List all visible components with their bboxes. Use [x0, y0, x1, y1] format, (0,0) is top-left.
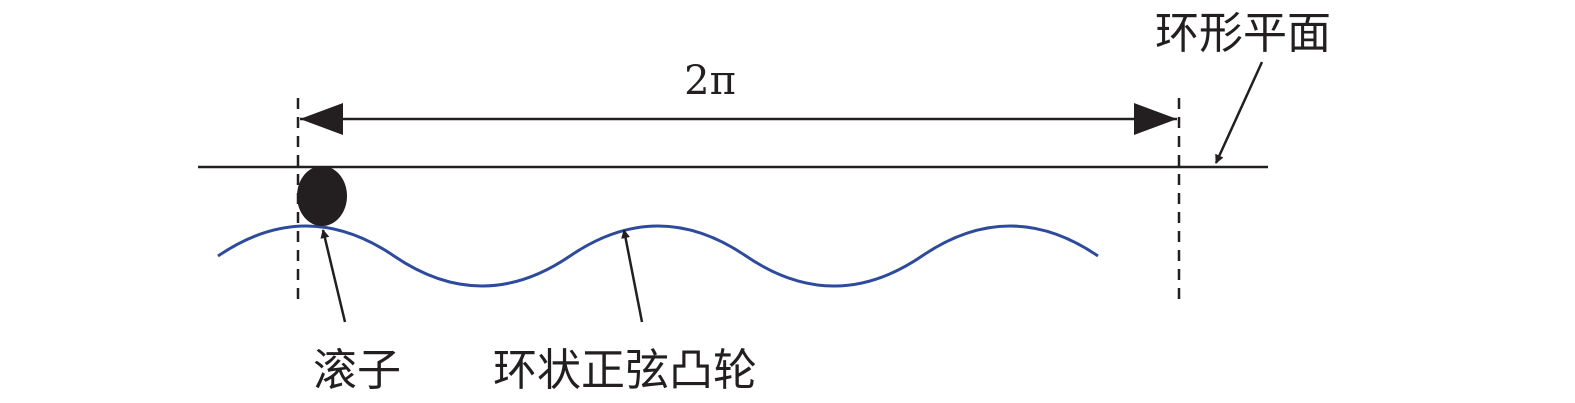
- roller-label: 滚子: [313, 345, 401, 396]
- cam-label: 环状正弦凸轮: [493, 345, 757, 396]
- plane-label: 环形平面: [1155, 8, 1331, 59]
- plane-leader-arrow: [1214, 61, 1264, 164]
- span-arrowhead-left: [300, 103, 343, 135]
- roller-leader-arrow: [320, 229, 347, 323]
- cam-leader-arrow: [621, 229, 644, 323]
- span-label: 2π: [684, 58, 736, 104]
- roller: [297, 166, 347, 226]
- span-arrowhead-right: [1134, 103, 1177, 135]
- sinusoidal-cam-curve: [217, 224, 1099, 288]
